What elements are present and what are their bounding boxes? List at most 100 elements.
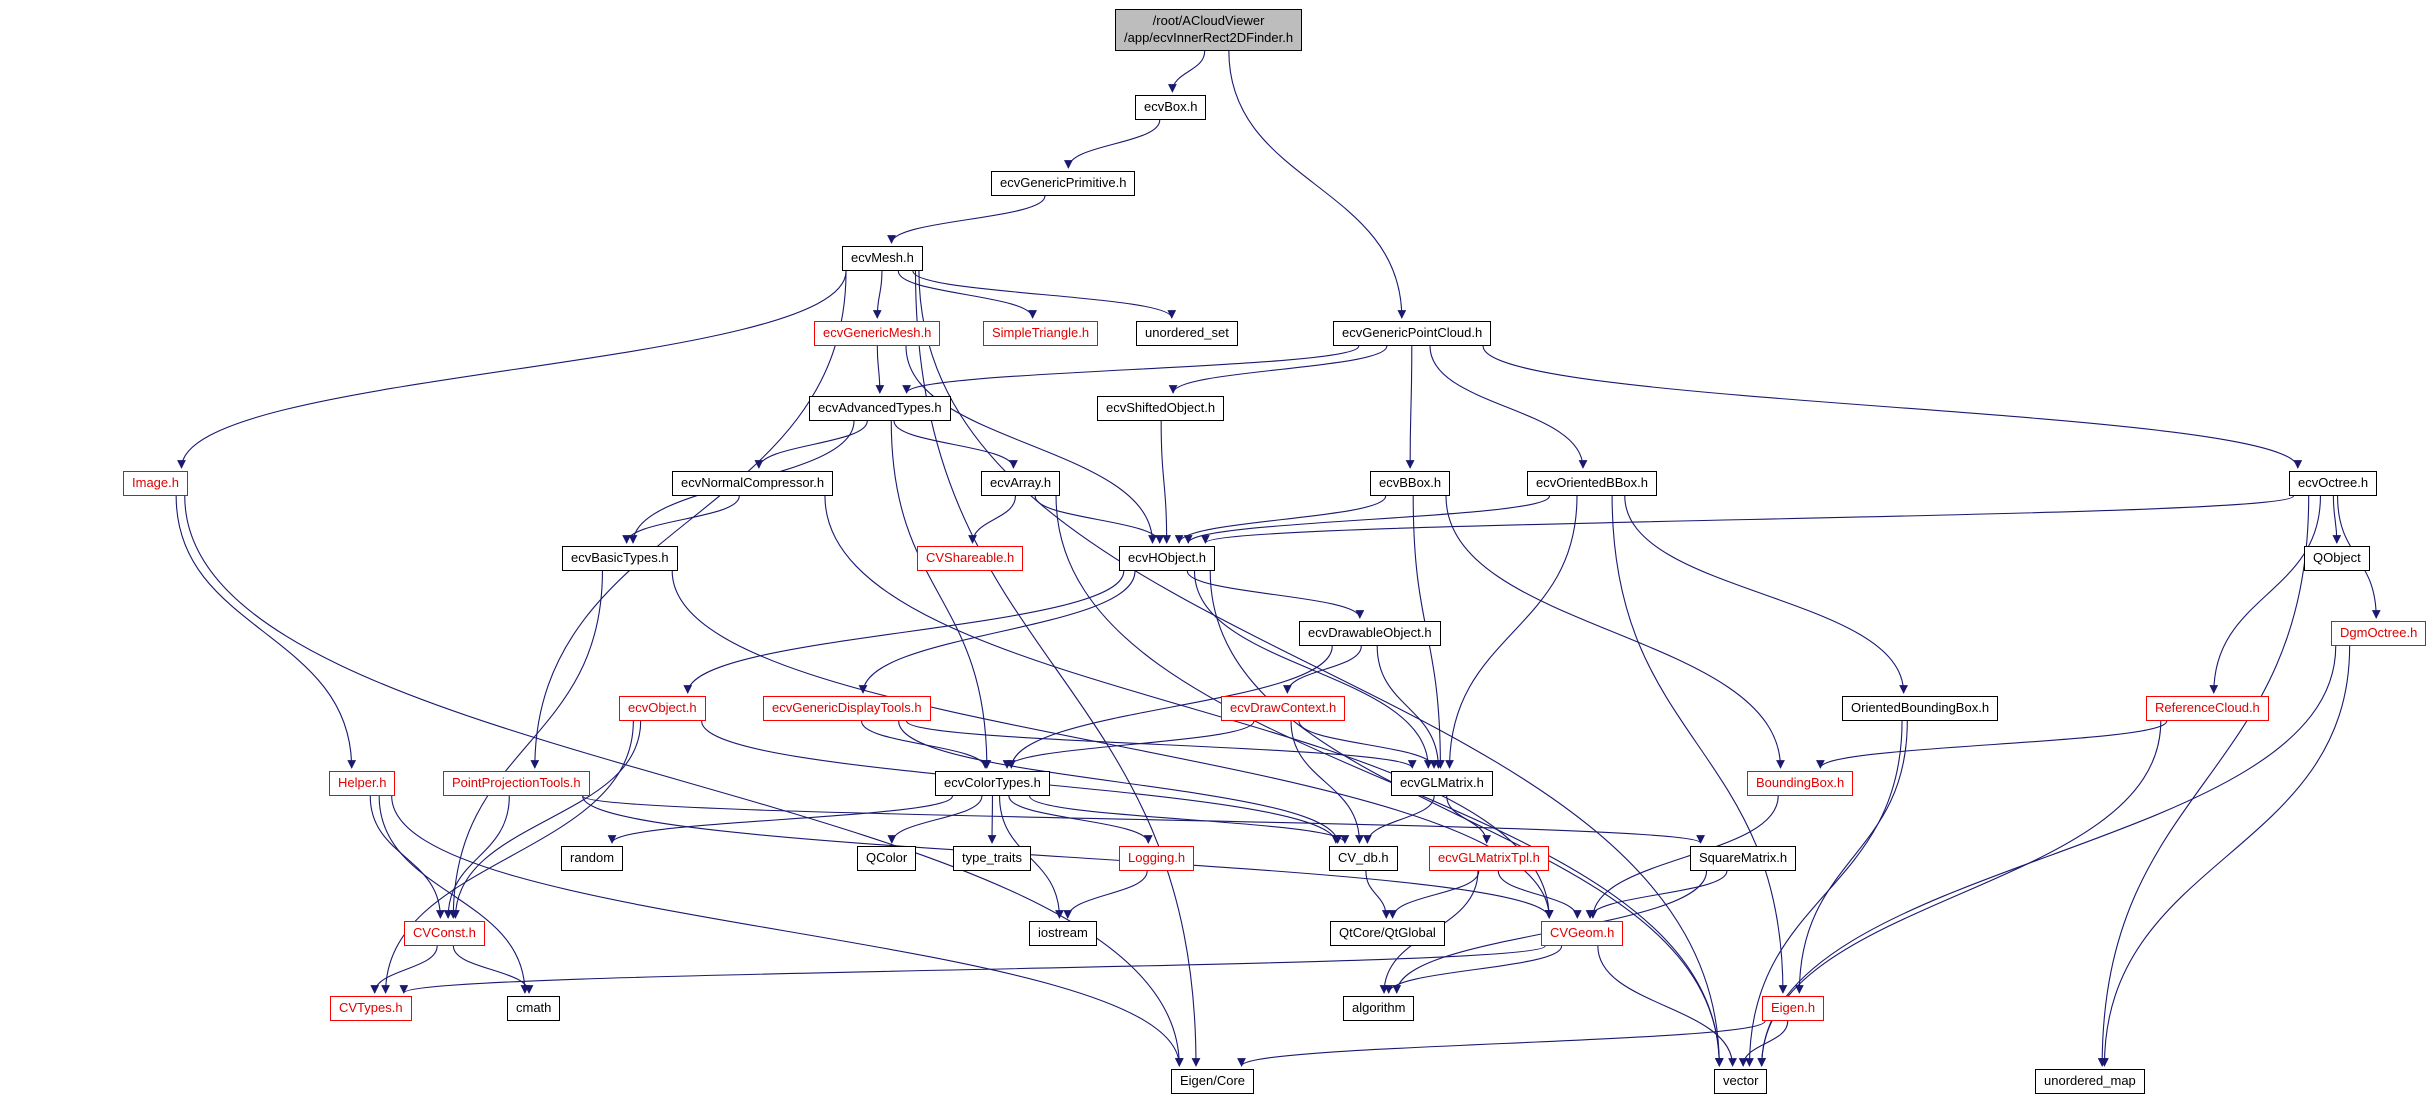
include-edge-ecvadvancedtypes-h-to-ecvcolortypes-h bbox=[890, 420, 992, 769]
include-edge-ecvarray-h-to-cvshareable-h bbox=[968, 495, 1016, 544]
include-edge-orientedboundingbox-h-to-vector bbox=[1745, 720, 1903, 1067]
graph-node-type-traits[interactable]: type_traits bbox=[953, 846, 1031, 871]
graph-node-random[interactable]: random bbox=[561, 846, 624, 871]
include-edge-ecvgenericdisplaytools-h-to-cv-db-h bbox=[898, 720, 1343, 844]
include-edge-ecvmesh-h-to-vector bbox=[918, 270, 1724, 1067]
include-edge-pointprojectiontools-h-to-cvgeom-h bbox=[582, 795, 1554, 919]
graph-node-ecvglmatrixtpl-h[interactable]: ecvGLMatrixTpl.h bbox=[1429, 846, 1549, 871]
graph-node-ecvgenericmesh-h[interactable]: ecvGenericMesh.h bbox=[814, 321, 941, 346]
include-edge-ecvhobject-h-to-ecvobject-h bbox=[683, 570, 1125, 694]
include-edge-ecvmesh-h-to-simpletriangle-h bbox=[897, 270, 1037, 319]
include-edge-ecvgenericmesh-h-to-ecvadvancedtypes-h bbox=[875, 345, 885, 394]
include-edge-ecvgenericmesh-h-to-ecvhobject-h bbox=[905, 345, 1157, 544]
include-edge-ecvoctree-h-to-ecvhobject-h bbox=[1201, 495, 2294, 544]
include-edge-helper-h-to-cvconst-h bbox=[369, 795, 445, 919]
include-edge-ecvglmatrix-h-to-cv-db-h bbox=[1363, 795, 1435, 844]
include-edge-ecvoctree-h-to-qobject bbox=[2332, 495, 2342, 544]
graph-node-iostream[interactable]: iostream bbox=[1029, 921, 1097, 946]
include-edge-ecvdrawableobject-h-to-ecvcolortypes-h bbox=[1007, 645, 1333, 769]
graph-node-ecvdrawableobject-h[interactable]: ecvDrawableObject.h bbox=[1299, 621, 1441, 646]
include-edge-ecvbbox-h-to-ecvhobject-h bbox=[1174, 495, 1387, 544]
graph-node-qobject[interactable]: QObject bbox=[2304, 546, 2370, 571]
graph-node-vector[interactable]: vector bbox=[1714, 1069, 1768, 1094]
include-edge-ecvmesh-h-to-unordered-set bbox=[912, 270, 1177, 319]
graph-node-eigen-core[interactable]: Eigen/Core bbox=[1171, 1069, 1255, 1094]
include-edge-ecvarray-h-to-ecvhobject-h bbox=[1034, 495, 1165, 544]
graph-node-image-h[interactable]: Image.h bbox=[123, 471, 188, 496]
include-edge-ecvdrawcontext-h-to-ecvglmatrix-h bbox=[1298, 720, 1439, 769]
graph-node-ecvadvancedtypes-h[interactable]: ecvAdvancedTypes.h bbox=[809, 396, 951, 421]
graph-node-ecvmesh-h[interactable]: ecvMesh.h bbox=[842, 246, 923, 271]
include-edge-helper-h-to-eigen-core bbox=[391, 795, 1184, 1067]
graph-node-logging-h[interactable]: Logging.h bbox=[1119, 846, 1195, 871]
include-edge-squarematrix-h-to-cvgeom-h bbox=[1585, 870, 1728, 919]
include-edge-ecvgenericpointcloud-h-to-ecvoctree-h bbox=[1482, 345, 2303, 469]
include-edge-ecvorientedbbox-h-to-orientedboundingbox-h bbox=[1624, 495, 1908, 694]
include-edge-ecvgenericprimitive-h-to-ecvmesh-h bbox=[887, 195, 1046, 244]
graph-node-ecvdrawcontext-h[interactable]: ecvDrawContext.h bbox=[1221, 696, 1346, 721]
include-edge-ecvnormalcompressor-h-to-cvgeom-h bbox=[824, 495, 1554, 919]
include-edge-logging-h-to-iostream bbox=[1063, 870, 1148, 919]
include-edge-ecvdrawableobject-h-to-ecvdrawcontext-h bbox=[1282, 645, 1362, 694]
include-edge-ecvgenericdisplaytools-h-to-ecvcolortypes-h bbox=[861, 720, 990, 769]
include-edge-ecvglmatrixtpl-h-to-cvgeom-h bbox=[1497, 870, 1582, 919]
include-edge-image-h-to-eigen-core bbox=[184, 495, 1184, 1067]
include-edge-ecvmesh-h-to-image-h bbox=[177, 270, 847, 469]
include-edge-ecvnormalcompressor-h-to-ecvbasictypes-h bbox=[622, 495, 740, 544]
include-edge-ecvorientedbbox-h-to-ecvhobject-h bbox=[1183, 495, 1551, 544]
graph-node-ecvoctree-h[interactable]: ecvOctree.h bbox=[2289, 471, 2378, 496]
graph-node-algorithm[interactable]: algorithm bbox=[1343, 996, 1415, 1021]
graph-node-ecvshiftedobject-h[interactable]: ecvShiftedObject.h bbox=[1097, 396, 1225, 421]
include-edge-pointprojectiontools-h-to-cvconst-h bbox=[443, 795, 510, 919]
include-edge-ecvbbox-h-to-boundingbox-h bbox=[1445, 495, 1785, 769]
graph-node-cvconst-h[interactable]: CVConst.h bbox=[404, 921, 485, 946]
include-edge-cvgeom-h-to-cvtypes-h bbox=[399, 945, 1546, 994]
graph-node-squarematrix-h[interactable]: SquareMatrix.h bbox=[1690, 846, 1797, 871]
include-edge-ecvoctree-h-to-referencecloud-h bbox=[2209, 495, 2321, 694]
graph-node-eigen-h[interactable]: Eigen.h bbox=[1762, 996, 1825, 1021]
graph-node-cv-db-h[interactable]: CV_db.h bbox=[1329, 846, 1398, 871]
graph-node-ecvcolortypes-h[interactable]: ecvColorTypes.h bbox=[935, 771, 1050, 796]
include-edge-ecvcolortypes-h-to-random bbox=[607, 795, 953, 844]
graph-node-cvtypes-h[interactable]: CVTypes.h bbox=[330, 996, 412, 1021]
include-edge-ecvobject-h-to-cvconst-h bbox=[451, 720, 642, 919]
graph-node-ecvglmatrix-h[interactable]: ecvGLMatrix.h bbox=[1391, 771, 1493, 796]
graph-node-cvshareable-h[interactable]: CVShareable.h bbox=[917, 546, 1024, 571]
include-edge-root-to-ecvgenericpointcloud-h bbox=[1228, 50, 1407, 319]
graph-node-ecvgenericprimitive-h[interactable]: ecvGenericPrimitive.h bbox=[991, 171, 1136, 196]
include-edge-cvconst-h-to-cmath bbox=[452, 945, 534, 994]
graph-node-helper-h[interactable]: Helper.h bbox=[329, 771, 396, 796]
graph-node-qcolor[interactable]: QColor bbox=[857, 846, 917, 871]
include-edge-cvconst-h-to-cvtypes-h bbox=[370, 945, 438, 994]
graph-node-cmath[interactable]: cmath bbox=[507, 996, 561, 1021]
graph-node-ecvorientedbbox-h[interactable]: ecvOrientedBBox.h bbox=[1527, 471, 1658, 496]
graph-node-referencecloud-h[interactable]: ReferenceCloud.h bbox=[2146, 696, 2269, 721]
graph-node-cvgeom-h[interactable]: CVGeom.h bbox=[1541, 921, 1624, 946]
graph-node-unordered-set[interactable]: unordered_set bbox=[1136, 321, 1238, 346]
include-edge-root-to-ecvbox-h bbox=[1168, 50, 1206, 93]
graph-node-unordered-map[interactable]: unordered_map bbox=[2035, 1069, 2145, 1094]
graph-node-ecvbasictypes-h[interactable]: ecvBasicTypes.h bbox=[562, 546, 678, 571]
graph-node-ecvgenericpointcloud-h[interactable]: ecvGenericPointCloud.h bbox=[1333, 321, 1492, 346]
graph-node-orientedboundingbox-h[interactable]: OrientedBoundingBox.h bbox=[1842, 696, 1999, 721]
include-edge-ecvadvancedtypes-h-to-ecvnormalcompressor-h bbox=[754, 420, 868, 469]
include-edge-referencecloud-h-to-boundingbox-h bbox=[1816, 720, 2168, 769]
include-edge-ecvhobject-h-to-ecvgenericdisplaytools-h bbox=[858, 570, 1136, 694]
graph-node-ecvarray-h[interactable]: ecvArray.h bbox=[981, 471, 1061, 496]
graph-node-dgmoctree-h[interactable]: DgmOctree.h bbox=[2331, 621, 2427, 646]
graph-node-ecvbox-h[interactable]: ecvBox.h bbox=[1135, 95, 1207, 120]
graph-node-ecvhobject-h[interactable]: ecvHObject.h bbox=[1119, 546, 1216, 571]
graph-node-ecvnormalcompressor-h[interactable]: ecvNormalCompressor.h bbox=[672, 471, 834, 496]
include-edge-ecvmesh-h-to-ecvgenericmesh-h bbox=[872, 270, 883, 319]
graph-node-ecvobject-h[interactable]: ecvObject.h bbox=[619, 696, 706, 721]
include-edge-ecvadvancedtypes-h-to-ecvarray-h bbox=[893, 420, 1018, 469]
include-edge-orientedboundingbox-h-to-eigen-h bbox=[1794, 720, 1908, 994]
graph-node-simpletriangle-h[interactable]: SimpleTriangle.h bbox=[983, 321, 1099, 346]
graph-node-ecvgenericdisplaytools-h[interactable]: ecvGenericDisplayTools.h bbox=[763, 696, 931, 721]
graph-node-qtcore-qtglobal[interactable]: QtCore/QtGlobal bbox=[1330, 921, 1445, 946]
graph-node-pointprojectiontools-h[interactable]: PointProjectionTools.h bbox=[443, 771, 590, 796]
graph-node-boundingbox-h[interactable]: BoundingBox.h bbox=[1747, 771, 1854, 796]
include-edge-ecvmesh-h-to-eigen-core bbox=[914, 270, 1201, 1067]
graph-node-ecvbbox-h[interactable]: ecvBBox.h bbox=[1370, 471, 1451, 496]
